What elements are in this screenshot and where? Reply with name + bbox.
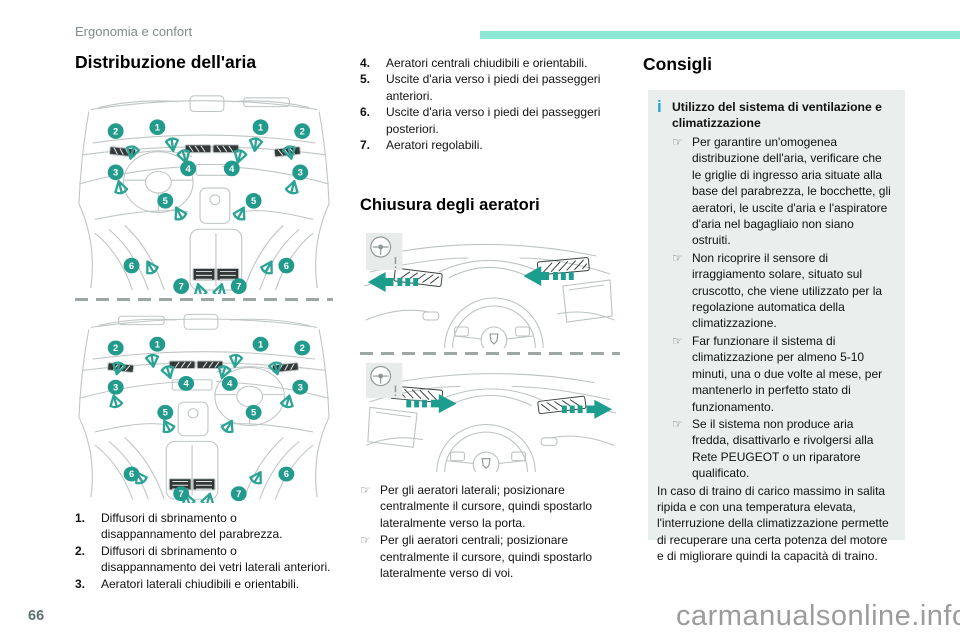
subsection-title: Chiusura degli aeratori <box>360 196 540 214</box>
svg-text:3: 3 <box>298 383 303 393</box>
info-icon: i <box>657 97 662 116</box>
list-number: 2. <box>75 543 86 558</box>
instruction-bullets: ☞ Per gli aeratori laterali; posizionare… <box>360 482 620 582</box>
watermark: carmanualsonline.info <box>676 600 960 632</box>
svg-text:7: 7 <box>236 489 241 499</box>
list-text: Uscite d'aria verso i piedi dei passegge… <box>386 72 601 103</box>
vent-closing-diagram-rhd <box>365 362 617 472</box>
list-number: 6. <box>360 105 371 120</box>
svg-text:6: 6 <box>129 261 134 271</box>
steering-position-icon <box>365 362 404 399</box>
legend-list-4-7: 4. Aeratori centrali chiudibili e orient… <box>360 55 620 153</box>
steering-position-icon <box>365 232 404 271</box>
info-box-note: In caso di traino di carico massimo in s… <box>657 483 889 564</box>
legend-list-1-3: 1. Diffusori di sbrinamento o disappanna… <box>75 510 333 592</box>
list-text: Diffusori di sbrinamento o disappannamen… <box>101 511 283 542</box>
svg-text:4: 4 <box>229 164 235 174</box>
pointer-hand-icon: ☞ <box>672 333 683 348</box>
list-text: Aeratori laterali chiudibili e orientabi… <box>101 576 300 591</box>
svg-text:5: 5 <box>251 408 256 418</box>
list-number: 3. <box>75 576 86 591</box>
teal-stripe-decoration <box>480 31 960 39</box>
svg-text:6: 6 <box>284 261 289 271</box>
svg-text:6: 6 <box>284 469 289 479</box>
svg-text:1: 1 <box>155 123 160 133</box>
right-column: Consigli i Utilizzo del sistema di venti… <box>643 0 905 640</box>
svg-text:4: 4 <box>185 164 191 174</box>
bullet-text: Non ricoprire il sensore di irraggiament… <box>692 250 883 331</box>
bullet-item: ☞ Per gli aeratori centrali; posizionare… <box>360 532 620 581</box>
bullet-text: Se il sistema non produce aria fredda, d… <box>692 416 874 481</box>
svg-text:2: 2 <box>300 127 305 137</box>
pointer-hand-icon: ☞ <box>360 483 371 497</box>
section-header: Ergonomia e confort <box>75 24 193 39</box>
list-item: 6. Uscite d'aria verso i piedi dei passe… <box>360 104 620 137</box>
bullet-item: ☞ Far funzionare il sistema di climatizz… <box>672 333 894 415</box>
vent-closing-diagram-lhd <box>363 232 615 348</box>
dashed-separator <box>75 298 333 301</box>
list-item: 1. Diffusori di sbrinamento o disappanna… <box>75 510 333 543</box>
list-number: 5. <box>360 72 371 87</box>
list-text: Aeratori regolabili. <box>386 138 483 153</box>
svg-text:7: 7 <box>236 282 241 292</box>
air-distribution-diagram-rhd: 2 1 1 2 3 4 4 3 5 5 6 6 7 7 <box>75 305 333 503</box>
svg-text:1: 1 <box>155 340 160 350</box>
svg-text:3: 3 <box>298 168 303 178</box>
list-item: 4. Aeratori centrali chiudibili e orient… <box>360 55 620 71</box>
bullet-item: ☞ Per garantire un'omogenea distribuzion… <box>672 134 894 249</box>
diagram-badges: 2 1 1 2 3 4 4 3 5 5 6 6 7 7 <box>107 336 311 502</box>
bullet-text: Per gli aeratori centrali; posizionare c… <box>380 533 593 581</box>
svg-text:5: 5 <box>163 196 168 206</box>
bullet-item: ☞ Non ricoprire il sensore di irraggiame… <box>672 250 894 332</box>
bullet-text: Per garantire un'omogenea distribuzione … <box>692 135 891 248</box>
bullet-item: ☞ Per gli aeratori laterali; posizionare… <box>360 482 620 531</box>
page-title: Distribuzione dell'aria <box>75 52 257 72</box>
list-item: 7. Aeratori regolabili. <box>360 137 620 153</box>
bullet-item: ☞ Se il sistema non produce aria fredda,… <box>672 416 894 482</box>
info-box: i Utilizzo del sistema di ventilazione e… <box>648 90 905 563</box>
svg-text:7: 7 <box>179 489 184 499</box>
svg-text:2: 2 <box>300 343 305 353</box>
bullet-text: Far funzionare il sistema di climatizzaz… <box>692 333 883 414</box>
list-item: 2. Diffusori di sbrinamento o disappanna… <box>75 543 333 576</box>
svg-text:1: 1 <box>258 340 263 350</box>
diagram-badges: 2 1 1 2 3 4 4 3 5 5 6 6 7 7 <box>107 119 311 294</box>
middle-column: 4. Aeratori centrali chiudibili e orient… <box>360 0 620 640</box>
dashed-separator <box>360 352 620 355</box>
info-box-title: Utilizzo del sistema di ventilazione e c… <box>672 100 882 130</box>
list-number: 1. <box>75 511 86 525</box>
svg-text:2: 2 <box>113 343 118 353</box>
svg-text:2: 2 <box>113 127 118 137</box>
list-number: 7. <box>360 138 371 153</box>
list-text: Uscite d'aria verso i piedi dei passegge… <box>386 105 601 136</box>
pointer-hand-icon: ☞ <box>672 250 683 265</box>
svg-text:3: 3 <box>113 383 118 393</box>
list-number: 4. <box>360 56 371 70</box>
list-item: 5. Uscite d'aria verso i piedi dei passe… <box>360 71 620 104</box>
bullet-text: Per gli aeratori laterali; posizionare c… <box>380 483 593 530</box>
left-column: Distribuzione dell'aria 2 1 1 2 3 4 4 3 … <box>75 0 333 640</box>
pointer-hand-icon: ☞ <box>360 533 371 548</box>
info-box-title-row: i Utilizzo del sistema di ventilazione e… <box>657 97 894 131</box>
list-item: 3. Aeratori laterali chiudibili e orient… <box>75 576 333 592</box>
advice-title: Consigli <box>643 54 713 74</box>
svg-text:7: 7 <box>179 282 184 292</box>
svg-text:4: 4 <box>227 379 233 389</box>
svg-text:3: 3 <box>113 168 118 178</box>
svg-text:4: 4 <box>184 379 190 389</box>
svg-text:6: 6 <box>129 469 134 479</box>
pointer-hand-icon: ☞ <box>672 416 683 431</box>
page-number: 66 <box>28 608 45 624</box>
pointer-hand-icon: ☞ <box>672 135 683 149</box>
svg-text:5: 5 <box>251 196 256 206</box>
list-text: Diffusori di sbrinamento o disappannamen… <box>101 543 331 575</box>
air-distribution-diagram-lhd: 2 1 1 2 3 4 4 3 5 5 6 6 7 7 <box>75 86 333 294</box>
svg-text:1: 1 <box>258 123 263 133</box>
list-text: Aeratori centrali chiudibili e orientabi… <box>386 56 588 70</box>
svg-text:5: 5 <box>163 408 168 418</box>
